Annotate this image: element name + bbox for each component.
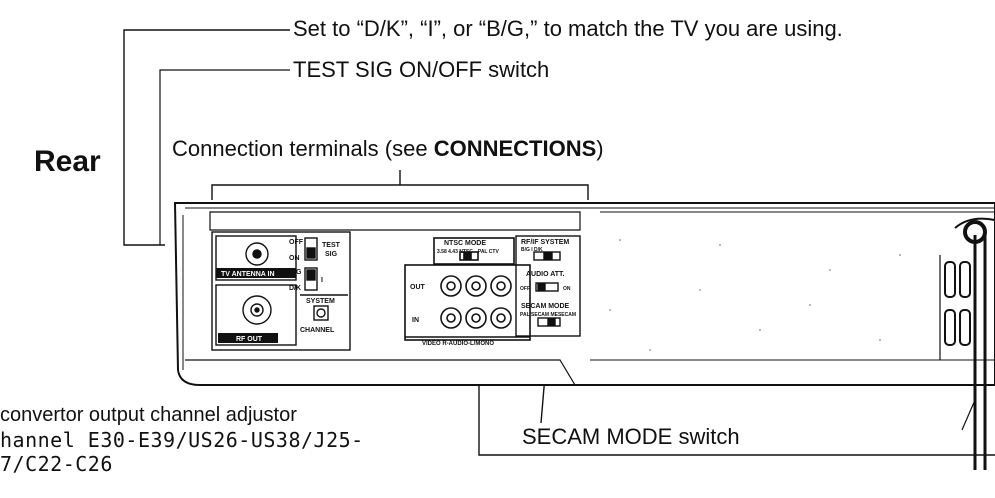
- antenna-panel: [211, 231, 351, 351]
- switch-block: [515, 235, 581, 337]
- att-on-label: ON: [563, 286, 571, 292]
- tv-antenna-label: TV ANTENNA IN: [221, 271, 275, 278]
- rf-adjustor-line1: convertor output channel adjustor: [0, 404, 297, 426]
- bg-label: B/G: [289, 269, 302, 276]
- av-jack-panel: [404, 237, 531, 341]
- secam-sub-label: PAL/SECAM MESECAM: [520, 312, 576, 318]
- terminals-suffix: ): [596, 136, 604, 161]
- rf-out-label-bg: [218, 333, 278, 343]
- rf-adjustor-line2: hannel E30-E39/US26-US38/J25-: [0, 428, 364, 452]
- connections-ref: CONNECTIONS: [433, 136, 597, 161]
- ntsc-mode-switch: [459, 251, 479, 261]
- channel-adjust-screw: [313, 305, 329, 321]
- rfif-system-switch: [533, 251, 561, 261]
- vcr-body: [173, 202, 995, 386]
- rfif-sub-label: B/G I D/K: [521, 247, 543, 253]
- rfif-system-label: RF/IF SYSTEM: [521, 239, 569, 246]
- rf-out-label: RF OUT: [236, 336, 263, 343]
- audio-att-switch: [535, 282, 559, 292]
- leader-line-test-sig: [159, 69, 290, 245]
- rf-out-jack: [242, 295, 272, 325]
- video-in-jack: [440, 307, 462, 329]
- out-label: OUT: [410, 284, 426, 291]
- terminals-callout: Connection terminals (see CONNECTIONS): [172, 136, 604, 162]
- rf-adjustor-line3: 7/C22-C26: [0, 452, 113, 476]
- test-label: TEST: [322, 242, 341, 249]
- off-label: OFF: [289, 239, 304, 246]
- terminals-prefix: Connection terminals (see: [172, 136, 434, 161]
- audio-att-label: AUDIO ATT.: [526, 271, 565, 278]
- tv-antenna-label-bg: [216, 268, 296, 278]
- leader-line-tv-system: [123, 29, 290, 246]
- sig-label: SIG: [325, 251, 338, 258]
- system-switch: [304, 267, 318, 291]
- in-label: IN: [412, 317, 419, 324]
- fan-vents: [939, 217, 995, 470]
- video-audio-label: VIDEO R-AUDIO-L/MONO: [422, 341, 494, 347]
- channel-label: CHANNEL: [300, 327, 335, 334]
- system-label: SYSTEM: [306, 298, 335, 305]
- secam-mode-label: SECAM MODE: [521, 303, 570, 310]
- ntsc-mode-label: NTSC MODE: [444, 240, 486, 247]
- tv-system-callout: Set to “D/K”, “I”, or “B/G,” to match th…: [293, 16, 843, 41]
- on-label: ON: [289, 255, 300, 262]
- i-label: I: [321, 277, 323, 284]
- rear-heading: Rear: [34, 145, 101, 178]
- secam-callout: SECAM MODE switch: [522, 424, 740, 449]
- dk-label: D/K: [289, 285, 301, 292]
- scan-texture: [609, 239, 901, 351]
- test-sig-callout: TEST SIG ON/OFF switch: [293, 57, 550, 82]
- secam-mode-switch: [537, 317, 561, 327]
- ntsc-sub-label: 3.58 4.43 NTSC→PAL CTV: [437, 249, 499, 255]
- antenna-in-jack: [245, 242, 269, 266]
- terminals-bracket: [211, 184, 589, 200]
- test-sig-switch: [304, 237, 318, 261]
- att-off-label: OFF: [520, 286, 530, 292]
- video-out-jack: [440, 275, 462, 297]
